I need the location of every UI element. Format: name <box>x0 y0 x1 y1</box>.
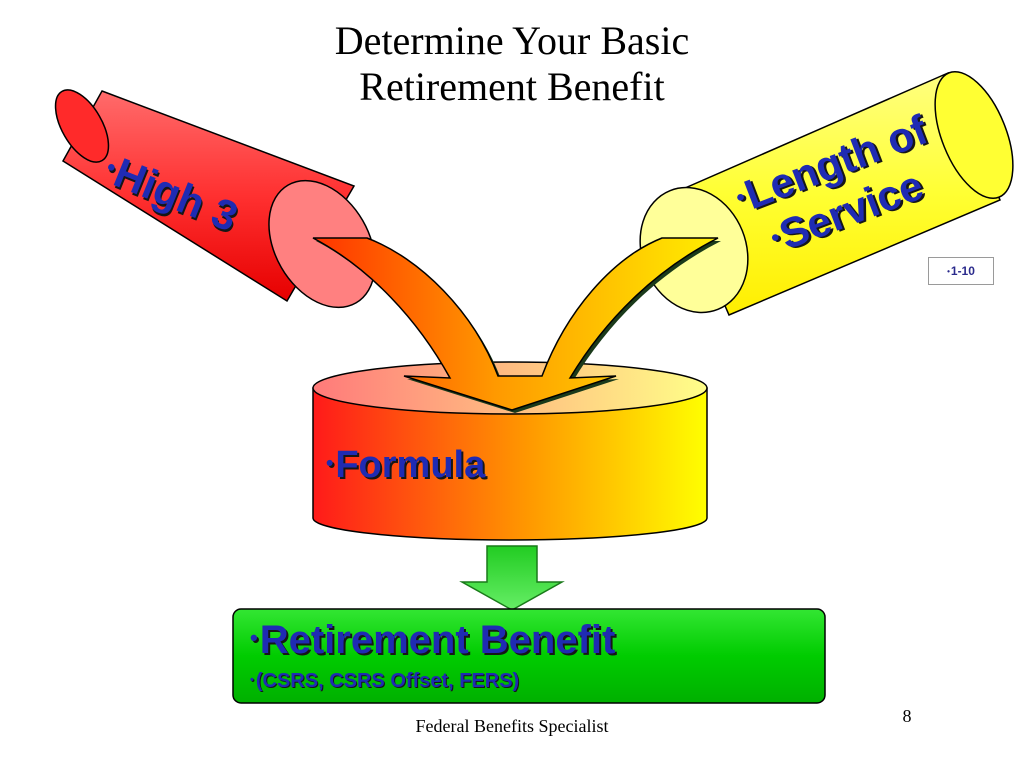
reference-badge: •1-10 <box>928 257 994 285</box>
reference-text: 1-10 <box>951 264 975 278</box>
down-arrow <box>462 546 562 610</box>
retirement-text: Retirement Benefit <box>260 618 616 662</box>
bullet: • <box>250 674 254 686</box>
page-number: 8 <box>880 706 934 727</box>
page-title: Determine Your Basic Retirement Benefit <box>0 18 1024 110</box>
bullet: • <box>326 452 333 475</box>
title-line-1: Determine Your Basic <box>0 18 1024 64</box>
bullet: • <box>947 267 950 276</box>
formula-label: •Formula <box>326 444 485 487</box>
retirement-benefit-label: •Retirement Benefit <box>250 618 615 663</box>
bullet: • <box>250 625 258 650</box>
footer-text: Federal Benefits Specialist <box>300 716 724 737</box>
retirement-sub-text: (CSRS, CSRS Offset, FERS) <box>256 670 519 692</box>
retirement-plans-label: •(CSRS, CSRS Offset, FERS) <box>250 670 519 693</box>
formula-text: Formula <box>335 444 485 486</box>
title-line-2: Retirement Benefit <box>0 64 1024 110</box>
